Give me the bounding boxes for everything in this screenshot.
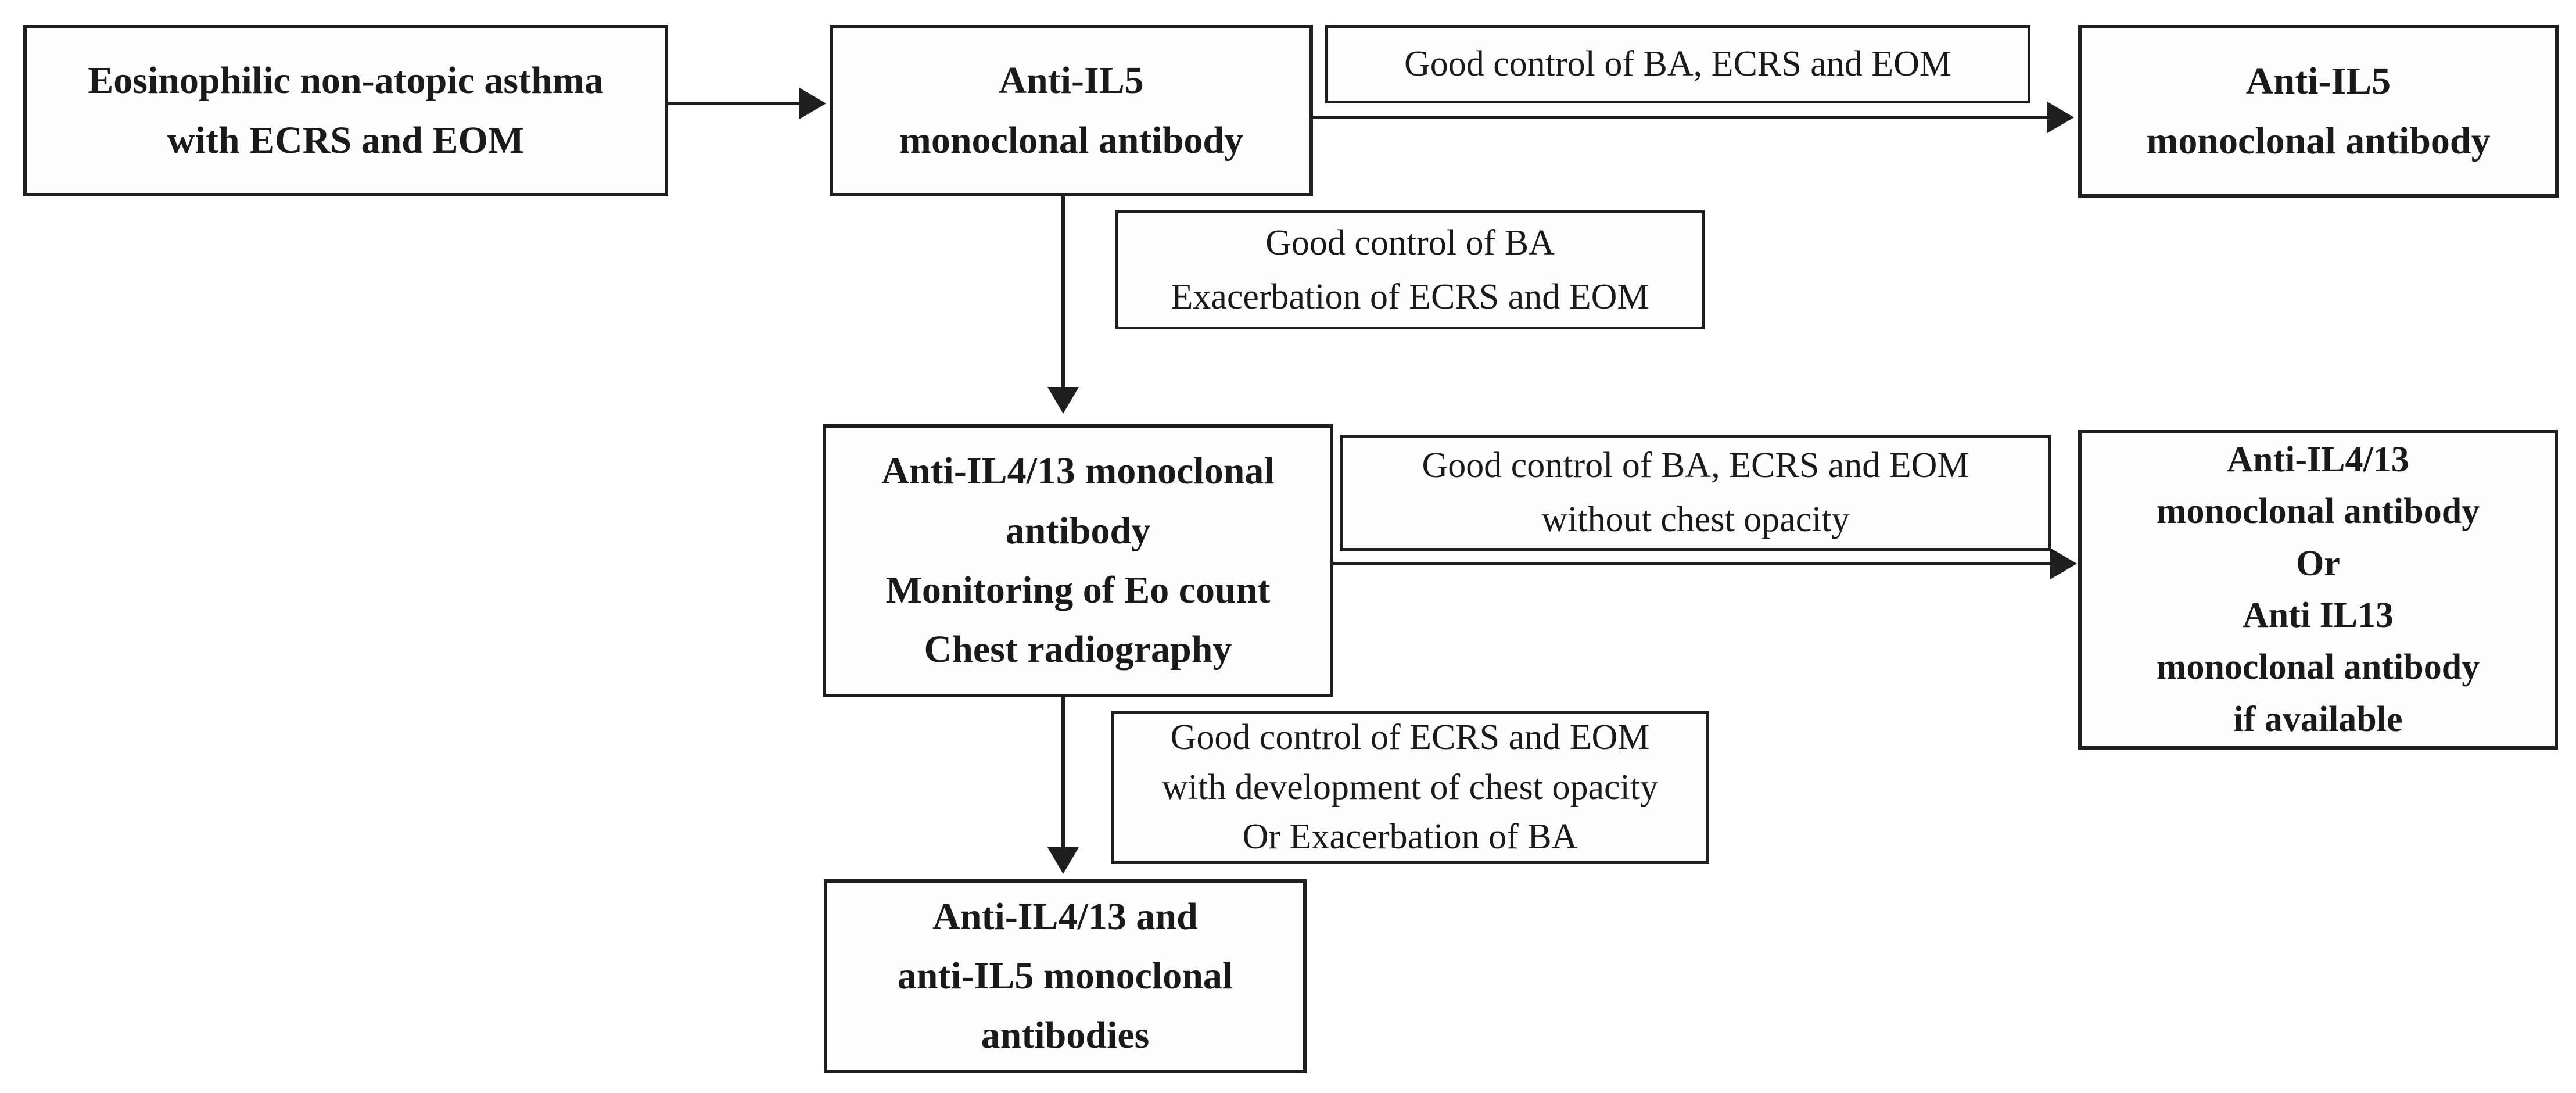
node-combination-label: Anti-IL4/13 and anti-IL5 monoclonal anti… bbox=[897, 895, 1233, 1057]
node-anti-il5: Anti-IL5 monoclonal antibody bbox=[830, 25, 1313, 196]
arrow-anti-il4-13-to-or-il13-head-icon bbox=[2050, 548, 2077, 579]
arrow-anti-il5-to-anti-il4-13-line bbox=[1061, 196, 1065, 388]
arrow-start-to-anti-il5-head-icon bbox=[799, 88, 826, 119]
node-anti-il4-13-monitoring: Anti-IL4/13 monoclonal antibody Monitori… bbox=[823, 424, 1333, 697]
node-anti-il5-label: Anti-IL5 monoclonal antibody bbox=[899, 59, 1244, 162]
node-anti-il4-13-monitoring-label: Anti-IL4/13 monoclonal antibody Monitori… bbox=[881, 450, 1275, 671]
node-anti-il4-13-or-il13: Anti-IL4/13 monoclonal antibody Or Anti … bbox=[2078, 430, 2558, 750]
arrow-anti-il4-13-to-combination-head-icon bbox=[1047, 847, 1079, 874]
node-start: Eosinophilic non-atopic asthma with ECRS… bbox=[23, 25, 668, 196]
node-combination: Anti-IL4/13 and anti-IL5 monoclonal anti… bbox=[824, 879, 1307, 1073]
edge-label-good-all-without-opacity: Good control of BA, ECRS and EOM without… bbox=[1340, 435, 2051, 551]
arrow-start-to-anti-il5-line bbox=[668, 102, 803, 105]
edge-label-good-ecrs-eom-opacity: Good control of ECRS and EOM with develo… bbox=[1111, 711, 1709, 864]
arrow-anti-il5-to-anti-il4-13-head-icon bbox=[1047, 387, 1079, 414]
edge-label-good-control-all: Good control of BA, ECRS and EOM bbox=[1325, 25, 2030, 103]
edge-label-good-ecrs-eom-opacity-text: Good control of ECRS and EOM with develo… bbox=[1162, 718, 1658, 857]
node-anti-il5-continue-label: Anti-IL5 monoclonal antibody bbox=[2146, 60, 2491, 162]
edge-label-good-ba-exacerbation: Good control of BA Exacerbation of ECRS … bbox=[1115, 210, 1705, 329]
arrow-anti-il4-13-to-combination-line bbox=[1061, 697, 1065, 848]
edge-label-good-ba-exacerbation-text: Good control of BA Exacerbation of ECRS … bbox=[1171, 223, 1649, 317]
edge-label-good-all-without-opacity-text: Good control of BA, ECRS and EOM without… bbox=[1422, 446, 1969, 539]
node-anti-il4-13-or-il13-label: Anti-IL4/13 monoclonal antibody Or Anti … bbox=[2156, 440, 2480, 739]
arrow-anti-il5-to-continue-head-icon bbox=[2047, 102, 2074, 133]
node-start-label: Eosinophilic non-atopic asthma with ECRS… bbox=[88, 59, 604, 162]
node-anti-il5-continue: Anti-IL5 monoclonal antibody bbox=[2078, 25, 2559, 198]
edge-label-good-control-all-text: Good control of BA, ECRS and EOM bbox=[1404, 44, 1952, 84]
arrow-anti-il5-to-continue-line bbox=[1313, 116, 2050, 119]
arrow-anti-il4-13-to-or-il13-line bbox=[1333, 562, 2053, 565]
